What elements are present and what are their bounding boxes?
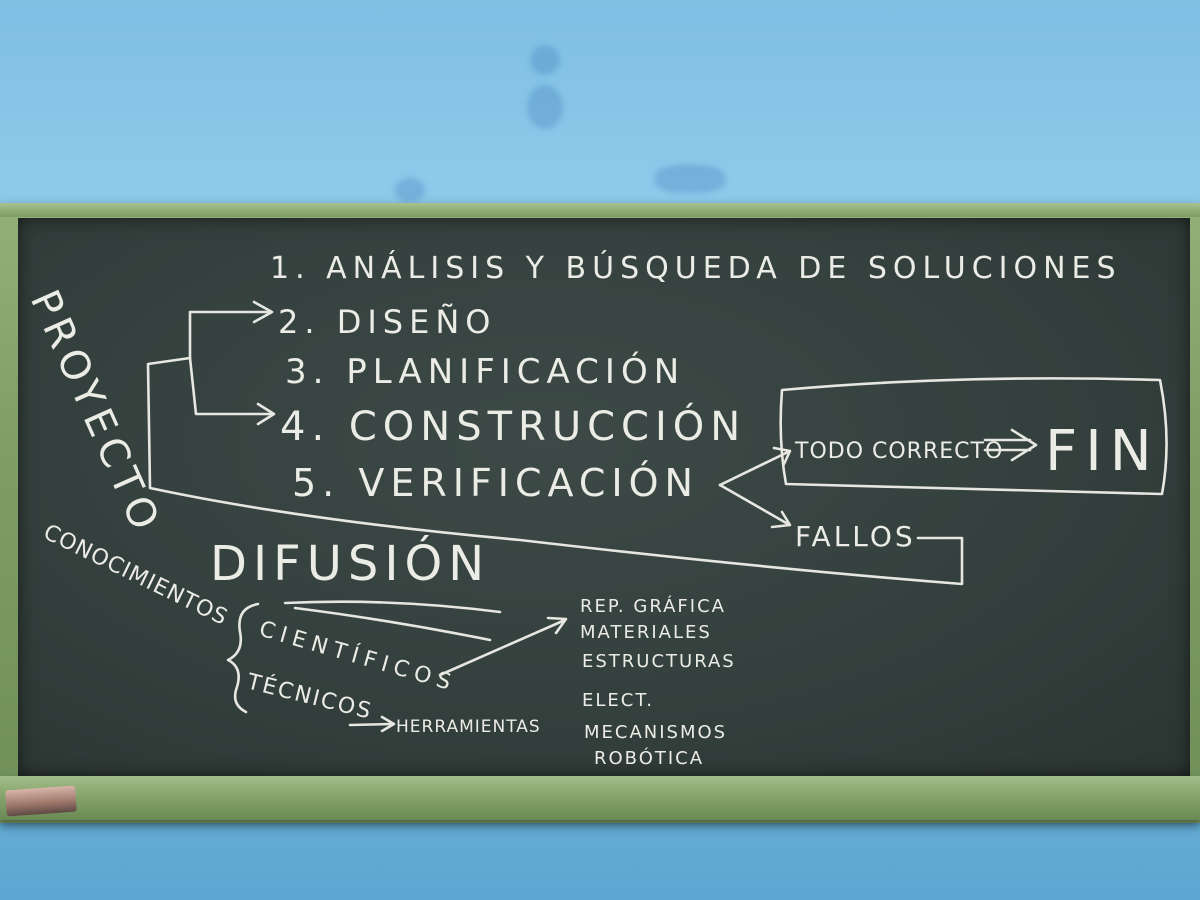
topic-rep-grafica: REP. GRÁFICA — [580, 595, 726, 617]
step-4-text: 4. CONSTRUCCIÓN — [280, 402, 746, 450]
topic-mecanismos: MECANISMOS — [584, 722, 727, 743]
arrowhead-herramientas — [380, 715, 396, 733]
arrow-to-step-4 — [188, 356, 274, 416]
wall-stain — [655, 165, 725, 193]
arrow-tecnicos-herramientas — [348, 722, 394, 727]
double-arrow-to-fin — [983, 428, 1038, 462]
arrowhead-todo-correcto — [772, 446, 792, 466]
fin-box — [779, 377, 1168, 496]
tecnicos-text: TÉCNICOS — [244, 668, 376, 725]
difusion-text: DIFUSIÓN — [210, 535, 490, 592]
arrow-to-step-2 — [188, 310, 270, 360]
chalk-tray — [0, 776, 1200, 820]
arrowhead-step-4 — [256, 402, 276, 426]
brace-conocimientos — [226, 602, 260, 714]
step-5-text: 5. VERIFICACIÓN — [292, 461, 699, 505]
step-1-text: 1. ANÁLISIS Y BÚSQUEDA DE SOLUCIONES — [270, 249, 1122, 286]
fallos-text: FALLOS — [795, 520, 916, 553]
arrowhead-fallos — [770, 510, 792, 529]
proyecto-text: PROYECTO — [21, 283, 170, 542]
topic-robotica: ROBÓTICA — [594, 747, 704, 769]
step-2-text: 2. DISEÑO — [278, 303, 496, 341]
arrow-cientificos-topics — [438, 618, 567, 677]
topic-estructuras: ESTRUCTURAS — [582, 651, 736, 672]
branch-fallos — [718, 483, 790, 526]
chalkboard-top-rail — [0, 203, 1200, 217]
wall-stain — [530, 45, 560, 75]
arrowhead-topics — [546, 616, 568, 635]
step-3-text: 3. PLANIFICACIÓN — [285, 351, 685, 392]
wall-stain — [395, 178, 425, 202]
topic-elect: ELECT. — [582, 690, 654, 711]
loop-line-fallos — [146, 356, 964, 586]
branch-todo-correcto — [718, 450, 790, 487]
wall-stain — [527, 85, 563, 129]
todo-correcto-text: TODO CORRECTO — [794, 439, 1003, 464]
fin-text: FIN — [1045, 419, 1160, 484]
herramientas-text: HERRAMIENTAS — [396, 717, 541, 737]
arrowhead-step-2 — [252, 300, 274, 324]
underline-difusion — [283, 600, 502, 614]
topic-materiales: MATERIALES — [580, 622, 712, 643]
underline-difusion-2 — [293, 606, 492, 642]
